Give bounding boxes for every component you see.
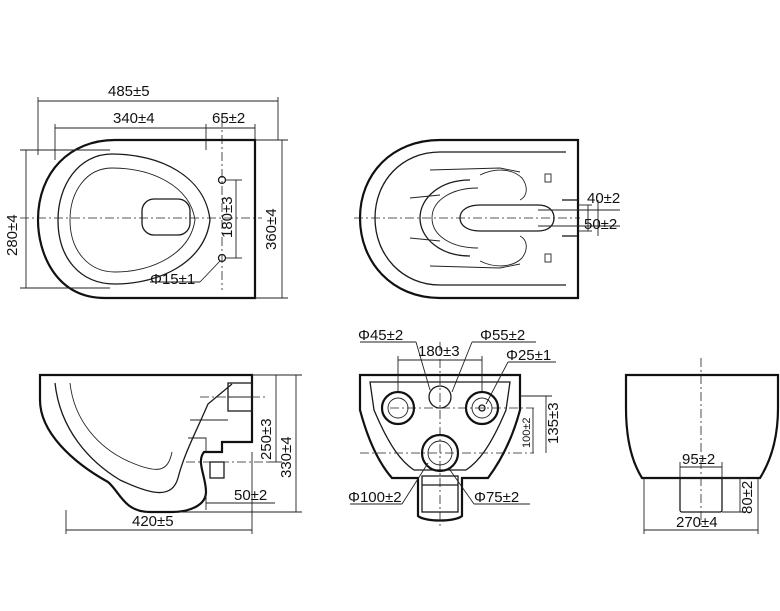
dim-side-length: 420±5 xyxy=(132,513,174,530)
dim-outlet-dia-upper: Φ55±2 xyxy=(480,327,525,344)
front-view: 95±2 80±2 270±4 xyxy=(624,358,780,534)
dim-fixing-distance: 180±3 xyxy=(219,196,236,238)
dim-outlet-dia: Φ100±2 xyxy=(348,489,402,506)
rear-view: Φ45±2 180±3 Φ55±2 Φ25±1 100±2 135±3 Φ100… xyxy=(348,327,562,528)
dim-side-base-offset: 50±2 xyxy=(234,487,267,504)
dim-bowl-width: 280±4 xyxy=(4,214,21,256)
top-view: 485±5 340±4 65±2 280±4 180±3 360±4 Φ15±1 xyxy=(4,83,288,300)
dim-bowl-length: 340±4 xyxy=(113,110,155,127)
dim-fixing-hole: Φ15±1 xyxy=(150,271,195,288)
dim-overall-length: 485±5 xyxy=(108,83,150,100)
dim-inlet-offset: 50±2 xyxy=(584,216,617,233)
dim-front-spigot-height: 80±2 xyxy=(739,481,756,514)
dim-bolt-dia: Φ25±1 xyxy=(506,347,551,364)
dim-inlet-height: 40±2 xyxy=(587,190,620,207)
dim-inlet-dia: Φ45±2 xyxy=(358,327,403,344)
dim-front-width: 270±4 xyxy=(676,514,718,531)
dim-side-outlet-height: 250±3 xyxy=(258,418,275,460)
bottom-view: 40±2 50±2 xyxy=(354,138,620,300)
dim-rear-offset: 65±2 xyxy=(212,110,245,127)
dim-waste-dia: Φ75±2 xyxy=(474,489,519,506)
dim-rear-fixing: 180±3 xyxy=(418,343,460,360)
dim-overall-width: 360±4 xyxy=(263,208,280,250)
dim-front-spigot: 95±2 xyxy=(682,451,715,468)
dim-side-total-height: 330±4 xyxy=(278,436,295,478)
dim-rear-height: 135±3 xyxy=(545,402,562,444)
dim-rear-height-small: 100±2 xyxy=(521,417,533,448)
side-view: 250±3 330±4 50±2 420±5 xyxy=(38,373,302,534)
